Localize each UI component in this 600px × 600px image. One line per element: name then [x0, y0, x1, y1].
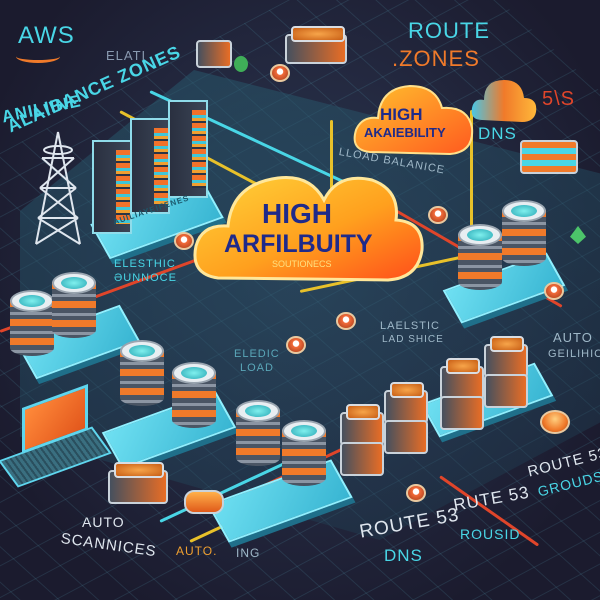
- connector-node: [336, 312, 356, 330]
- connector-node: [286, 336, 306, 354]
- compute-cube: [484, 336, 528, 378]
- main-cloud-title-2: ARFILBUITY: [224, 230, 373, 258]
- network-switch: [520, 140, 578, 174]
- small-cloud-title-2: AKAIEBILITY: [364, 125, 446, 140]
- compute-cube: [384, 420, 428, 454]
- route53-mid-label-2: ROUSID: [460, 526, 521, 542]
- compute-cube: [440, 396, 484, 430]
- elastic-label-right-1: LAELSTIC: [380, 320, 440, 332]
- auto-label-bottom-1: AUTO: [82, 514, 125, 530]
- bottom-device: [108, 462, 168, 504]
- server-rack: [130, 118, 170, 214]
- main-cloud-title-1: HIGH: [262, 198, 332, 229]
- main-high-availability-cloud: HIGH ARFILBUITY SOUTIONECS: [188, 150, 428, 290]
- aws-smile-icon: [16, 50, 60, 63]
- small-cloud-title-1: HIGH: [380, 105, 423, 124]
- zones-label: .ZONES: [392, 46, 480, 71]
- database-cylinder: [120, 340, 164, 408]
- connector-node: [544, 282, 564, 300]
- aws-logo-text: AWS: [18, 22, 75, 49]
- elastic-label-left-1: ELESTHIC: [114, 258, 176, 270]
- auto-label-right-2: GEILIHIC: [548, 348, 600, 360]
- database-cylinder: [236, 400, 280, 468]
- wire: [470, 110, 473, 230]
- database-cylinder: [458, 224, 502, 292]
- connector-node: [540, 410, 570, 434]
- route53-dns-label-2: DNS: [384, 546, 423, 565]
- connector-node: [174, 232, 194, 250]
- connector-node: [406, 484, 426, 502]
- elastic-label-center-2: LOAD: [240, 362, 274, 374]
- top-left-cube: [196, 40, 232, 68]
- auto-label-right-1: AUTO: [553, 330, 593, 345]
- database-cylinder: [282, 420, 326, 488]
- five-s-label: 5\S: [542, 88, 576, 110]
- compute-cube: [340, 404, 384, 446]
- elastic-label-center-1: ELEDIC: [234, 348, 280, 360]
- compute-cube: [440, 358, 484, 400]
- wire: [330, 120, 333, 240]
- compute-cube: [384, 382, 428, 424]
- auto-scaling-label-1: AUTO.: [176, 544, 218, 558]
- database-cylinder: [52, 272, 96, 340]
- dns-label-top: DNS: [478, 124, 517, 143]
- dns-cloud-icon: [471, 80, 537, 122]
- compute-cube: [340, 442, 384, 476]
- top-device: [285, 26, 347, 64]
- transmission-tower-icon: [35, 131, 81, 245]
- small-high-availability-cloud: HIGH AKAIEBILITY: [350, 72, 480, 162]
- database-cylinder: [10, 290, 54, 358]
- orange-button: [184, 490, 224, 514]
- elastic-label-left-2: ƏUNNOCE: [114, 272, 177, 284]
- main-cloud-subtitle: SOUTIONECS: [272, 259, 332, 269]
- route-label: ROUTE: [408, 18, 490, 43]
- server-rack: [168, 100, 208, 198]
- green-badge-icon: [234, 56, 248, 72]
- database-cylinder: [502, 200, 546, 268]
- elat-label: ELATI: [106, 48, 147, 63]
- elastic-label-right-2: LAD SHICE: [382, 334, 444, 345]
- connector-node: [428, 206, 448, 224]
- auto-scaling-label-2: ING: [236, 546, 261, 560]
- database-cylinder: [172, 362, 216, 430]
- connector-node: [270, 64, 290, 82]
- compute-cube: [484, 374, 528, 408]
